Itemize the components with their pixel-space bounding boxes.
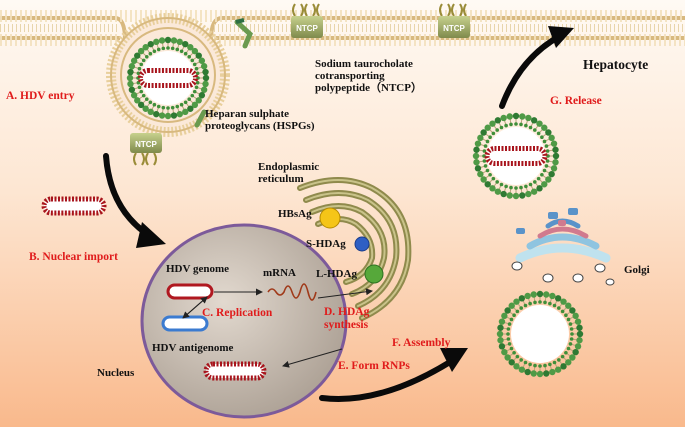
virion-assembled [496, 290, 584, 378]
s-hdag-label: S-HDAg [306, 238, 346, 250]
rnp-capsules [41, 196, 267, 381]
nucleus [140, 223, 348, 419]
hbsag-label: HBsAg [278, 208, 312, 220]
step-f-label: F. Assembly [392, 337, 451, 349]
ntcp-tag-2: NTCP [443, 24, 465, 33]
hspg-glyph [194, 18, 253, 128]
hspg-description: Heparan sulphate proteoglycans (HSPGs) [205, 108, 315, 133]
step-g-label: G. Release [550, 95, 602, 107]
ntcp-tag-1: NTCP [296, 24, 318, 33]
virion-entry [126, 36, 210, 120]
ntcp-description: Sodium taurocholate cotransporting polyp… [315, 58, 422, 95]
hbsag-dot [319, 207, 341, 229]
step-c-label: C. Replication [202, 307, 273, 319]
mrna-wave [267, 283, 317, 301]
s-hdag-dot [354, 236, 370, 252]
l-hdag-dot [364, 264, 384, 284]
ntcp-transporters: NTCP NTCP NTCP [130, 3, 470, 166]
hdv-genome-label: HDV genome [166, 263, 230, 275]
flow-arrowheads [136, 26, 574, 372]
hepatocyte-label: Hepatocyte [583, 57, 649, 72]
step-d-label: D. HDAg synthesis [324, 306, 370, 331]
step-a-label: A. HDV entry [6, 90, 75, 102]
nucleus-label: Nucleus [97, 367, 135, 379]
golgi-label: Golgi [624, 264, 650, 276]
step-e-label: E. Form RNPs [338, 360, 410, 372]
golgi [511, 208, 615, 286]
hdv-antigenome-label: HDV antigenome [152, 342, 234, 354]
mrna-label: mRNA [263, 267, 296, 279]
virions [126, 36, 584, 378]
ntcp-tag-3: NTCP [135, 140, 157, 149]
l-hdag-label: L-HDAg [316, 268, 357, 280]
process-arrows [182, 288, 373, 368]
er-label: Endoplasmic reticulum [258, 161, 320, 186]
step-b-label: B. Nuclear import [29, 251, 118, 263]
virion-release [472, 112, 560, 200]
